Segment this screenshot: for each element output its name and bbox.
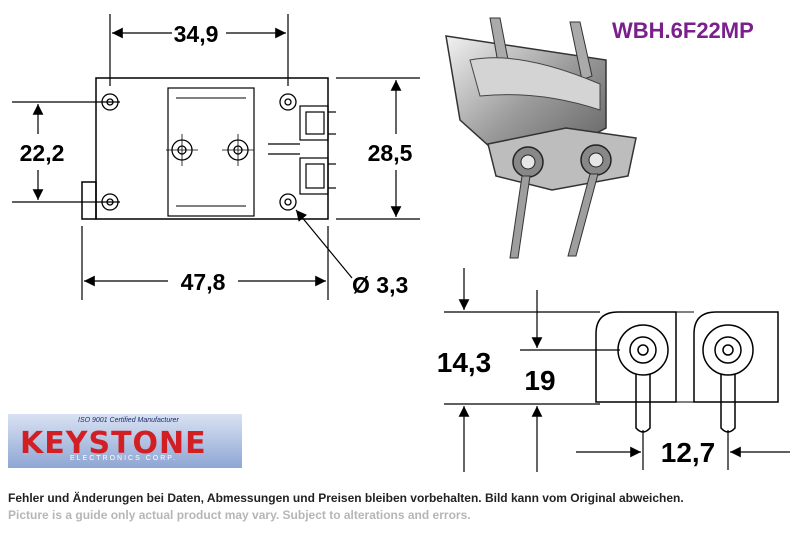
dim-top-width: 34,9: [174, 21, 219, 47]
logo-iso-text: ISO 9001 Certified Manufacturer: [78, 417, 179, 424]
dim-terminal-spacing: 12,7: [661, 437, 716, 468]
dim-side-height-b: 19: [524, 365, 555, 396]
terminal-left-tab: [635, 374, 651, 433]
product-photo: [445, 17, 637, 259]
dimension-lines: [12, 14, 420, 300]
terminal-right-tab: [720, 374, 736, 433]
holder-outline: [95, 77, 329, 220]
terminal-side-view: [595, 311, 779, 433]
terminal-right-plate: [693, 311, 779, 403]
left-tab: [81, 181, 97, 220]
mounting-hole: [101, 93, 297, 211]
part-number: WBH.6F22MP: [612, 18, 754, 43]
disclaimer-german: Fehler und Änderungen bei Daten, Abmessu…: [8, 491, 684, 505]
disclaimer-english: Picture is a guide only actual product m…: [8, 508, 471, 522]
dim-bottom-width: 47,8: [181, 269, 226, 295]
dim-hole-diameter: Ø 3,3: [352, 272, 408, 298]
top-view: [81, 77, 336, 220]
terminal-left-plate: [595, 311, 677, 403]
dim-right-height: 28,5: [368, 140, 413, 166]
logo-name: KEYSTONE: [20, 426, 207, 461]
center-clip: [167, 87, 255, 217]
logo-subtitle: ELECTRONICS CORP.: [70, 455, 177, 462]
dim-side-height-a: 14,3: [437, 347, 492, 378]
side-dimension-lines: [444, 268, 790, 472]
keystone-logo: ISO 9001 Certified Manufacturer KEYSTONE…: [8, 414, 242, 468]
dim-left-height: 22,2: [20, 140, 65, 166]
snap-terminal: [268, 105, 336, 195]
